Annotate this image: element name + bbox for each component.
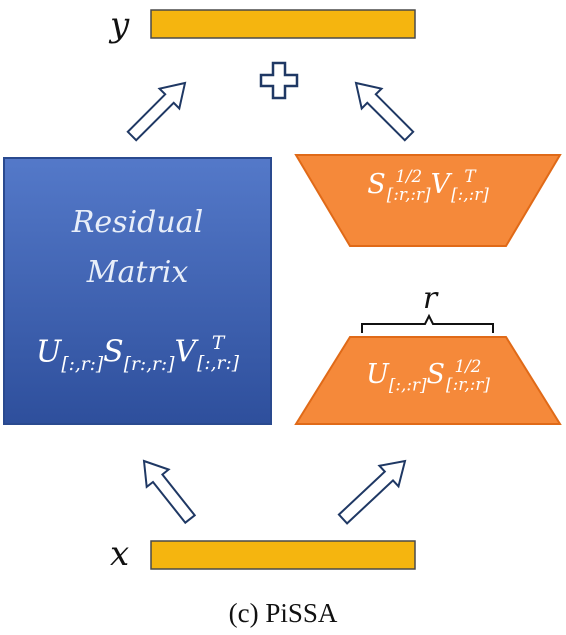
rank-label: r: [422, 281, 438, 316]
a-V: V: [430, 169, 451, 201]
rank-brace: [361, 313, 494, 333]
residual-V-scripts: T[:,r:]: [197, 334, 239, 373]
residual-matrix-block: [3, 157, 272, 425]
b-U-sub: [:,:r]: [388, 374, 427, 395]
arrow-input-to-adapter: [337, 459, 407, 525]
a-S: S: [367, 169, 386, 201]
residual-V-sub: [:,r:]: [197, 352, 239, 374]
input-bar: [150, 540, 416, 570]
arrows-group: [126, 81, 415, 525]
output-label: y: [110, 5, 130, 45]
a-V-sub: [:,:r]: [451, 183, 489, 204]
residual-V-sup: T: [211, 333, 225, 354]
b-S-scripts: 1/2[:r,:r]: [446, 356, 490, 394]
residual-U: U: [36, 334, 62, 370]
b-U: U: [366, 359, 389, 391]
arrow-input-to-residual: [142, 459, 197, 525]
arrow-residual-to-sum: [126, 81, 187, 142]
arrow-adapter-to-sum: [354, 81, 415, 142]
input-label: x: [110, 534, 130, 574]
a-S-scripts: 1/2[:r,:r]: [386, 166, 431, 204]
a-V-scripts: T[:,:r]: [451, 166, 489, 204]
residual-V: V: [174, 334, 197, 370]
residual-S: S: [103, 334, 124, 370]
adapter-a-block: [294, 154, 562, 247]
a-V-sup: T: [464, 166, 476, 186]
b-S: S: [426, 359, 446, 391]
plus-icon: [259, 61, 299, 100]
a-S-sup: 1/2: [395, 166, 423, 186]
residual-title: Residual Matrix: [4, 198, 271, 298]
figure-caption: (c) PiSSA: [228, 598, 338, 628]
residual-title-line2: Matrix: [86, 255, 189, 290]
residual-U-sub: [:,r:]: [61, 353, 104, 375]
a-S-sub: [:r,:r]: [386, 183, 431, 204]
residual-title-line1: Residual: [71, 205, 204, 240]
residual-S-sub: [r:,r:]: [123, 353, 175, 375]
adapter-b-block: [294, 336, 562, 425]
b-S-sup: 1/2: [454, 356, 482, 376]
b-S-sub: [:r,:r]: [446, 373, 490, 394]
output-bar: [150, 9, 416, 39]
